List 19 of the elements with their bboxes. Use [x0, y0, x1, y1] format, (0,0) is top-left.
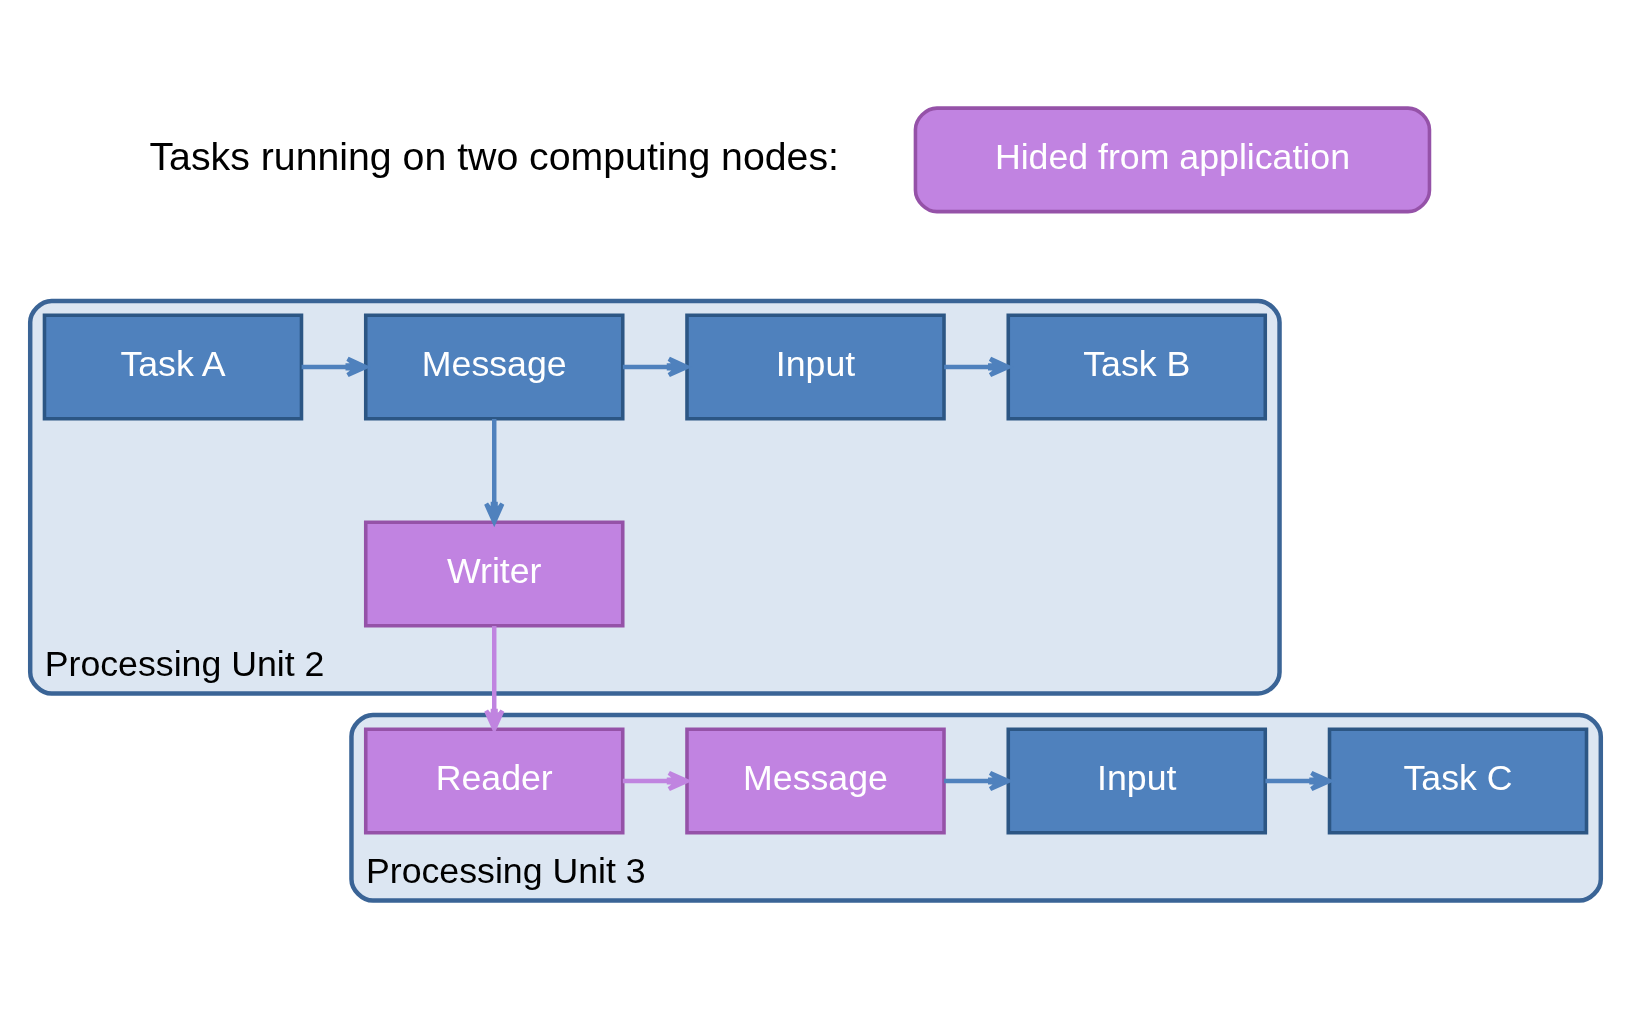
node-box: Message: [363, 312, 625, 420]
arrow: [944, 770, 1011, 791]
node-box: Task C: [1327, 726, 1589, 835]
node-box: Task B: [1006, 312, 1268, 420]
arrow: [483, 418, 505, 524]
node-box: Reader: [363, 726, 625, 835]
node-box: Input: [685, 312, 946, 420]
arrow: [622, 770, 690, 791]
node-box: Hided from application: [913, 105, 1432, 213]
node-box: Message: [685, 726, 946, 835]
arrow: [483, 625, 505, 731]
label: Tasks running on two computing nodes:: [149, 133, 839, 178]
arrow: [301, 356, 368, 377]
node-box: Task A: [42, 312, 304, 420]
node-box: Writer: [363, 519, 625, 627]
arrow: [1265, 770, 1332, 791]
arrow: [622, 356, 690, 377]
arrow: [944, 356, 1011, 377]
node-box: Input: [1006, 726, 1268, 835]
